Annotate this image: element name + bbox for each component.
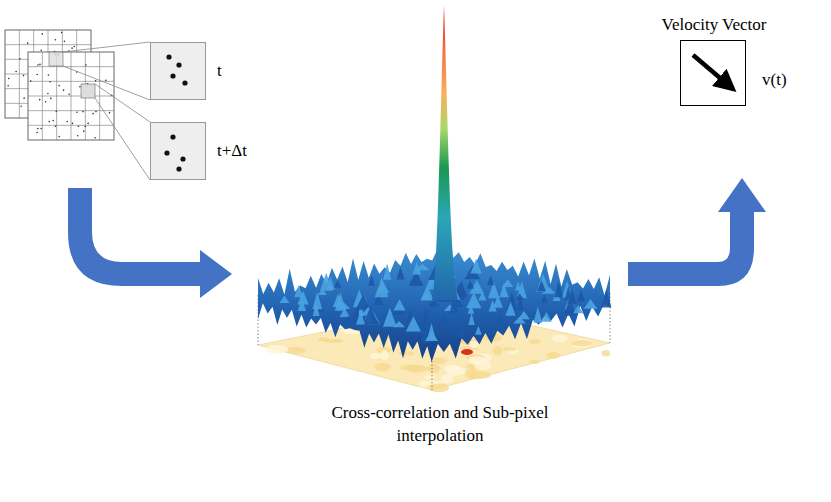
particles: [151, 123, 205, 179]
time-label: t+Δt: [217, 141, 247, 161]
zoom-lines: [63, 42, 150, 180]
particle-window: t: [150, 42, 206, 100]
velocity-box: Velocity Vector: [680, 40, 746, 106]
correlation-surface: [258, 5, 611, 392]
time-label: t: [217, 61, 222, 81]
vector-label: v(t): [762, 70, 787, 90]
particles: [151, 43, 205, 99]
flow-arrow: [68, 188, 232, 298]
caption: Cross-correlation and Sub-pixel interpol…: [320, 402, 560, 448]
box-heading: Velocity Vector: [662, 15, 767, 35]
vector-symbol: [681, 41, 745, 105]
particle-image-grids: [5, 30, 114, 140]
flow-arrow: [628, 178, 766, 286]
particle-window: t+Δt: [150, 122, 206, 180]
